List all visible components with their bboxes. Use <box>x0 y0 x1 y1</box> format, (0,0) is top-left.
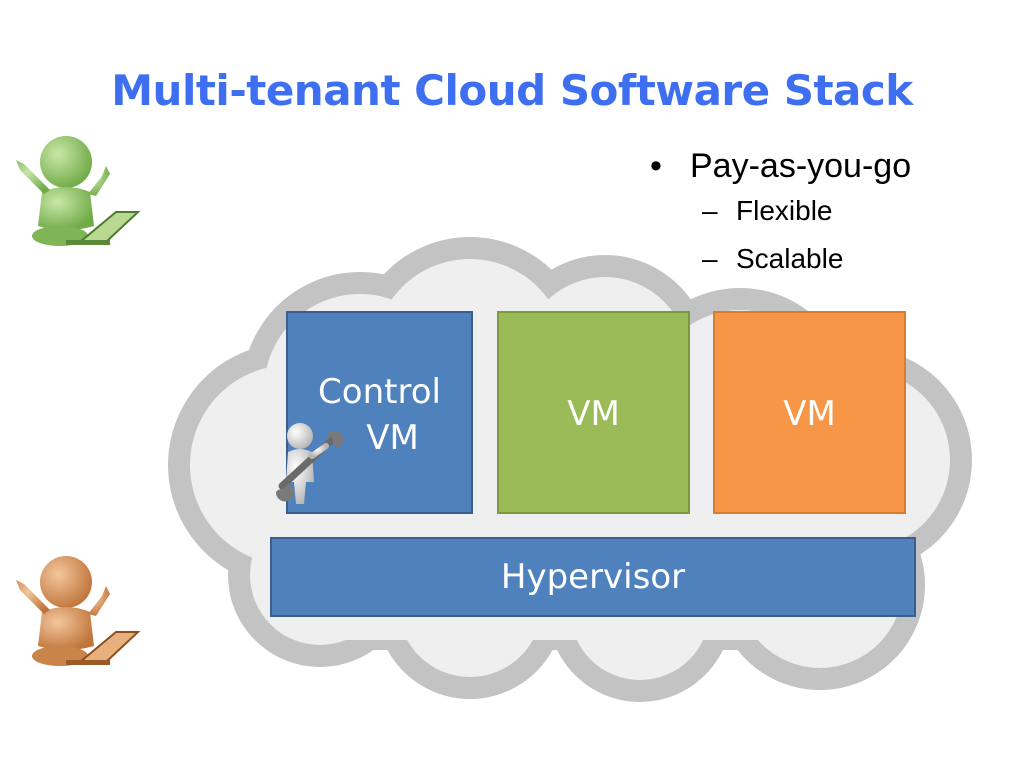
green-user-laptop-icon <box>16 136 141 246</box>
sub-bullet-flexible: – Flexible <box>650 186 911 236</box>
vm-box-green: VM <box>497 311 690 514</box>
control-vm-box: Control VM <box>286 311 473 514</box>
bullet-marker: • <box>650 147 662 185</box>
orange-user-laptop-icon <box>16 556 141 666</box>
vm-label: VM <box>783 394 836 434</box>
sub-bullet-marker: – <box>702 243 718 274</box>
control-vm-label-line2: VM <box>366 418 419 458</box>
vm-box-orange: VM <box>713 311 906 514</box>
bullet-pay-as-you-go: • Pay-as-you-go <box>650 146 911 186</box>
hypervisor-label: Hypervisor <box>500 557 686 597</box>
control-vm-label-line1: Control <box>318 372 441 412</box>
sub-bullet-text: Scalable <box>736 243 844 274</box>
vm-label: VM <box>567 394 620 434</box>
admin-wrench-figure-icon <box>275 423 344 504</box>
sub-bullet-marker: – <box>702 195 718 226</box>
sub-bullet-scalable: – Scalable <box>650 234 911 284</box>
bullet-list: • Pay-as-you-go – Flexible – Scalable <box>650 146 911 284</box>
sub-bullet-text: Flexible <box>736 195 833 226</box>
bullet-text: Pay-as-you-go <box>690 147 912 185</box>
hypervisor-box: Hypervisor <box>270 537 916 617</box>
slide-title: Multi-tenant Cloud Software Stack <box>111 66 913 115</box>
